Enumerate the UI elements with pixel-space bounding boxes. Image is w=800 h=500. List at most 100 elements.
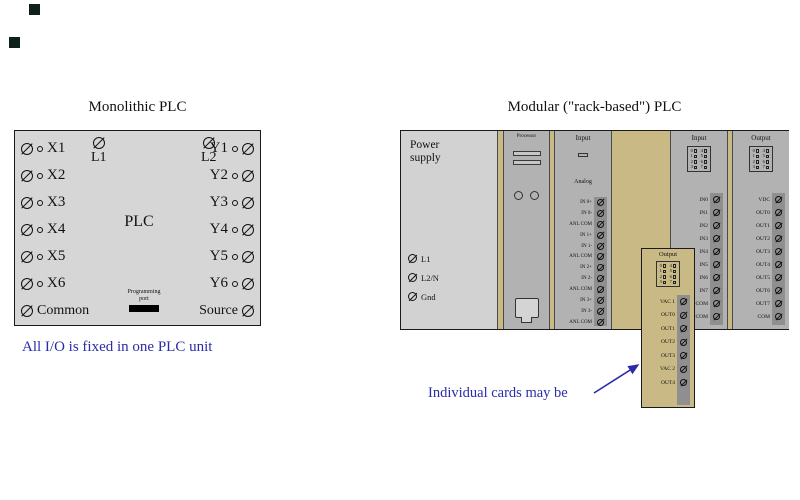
led-cell: 0 (689, 148, 699, 154)
screw-terminal-icon (713, 222, 720, 229)
input-terminal-row: X3 (21, 189, 89, 216)
screw-terminal-icon (680, 338, 687, 346)
screw-terminal-icon (597, 307, 604, 315)
output-terminal-label: Y6 (209, 275, 228, 291)
led-square-icon (765, 165, 770, 169)
l1-terminal: L1 (91, 137, 107, 165)
indicator-lamp-icon (37, 226, 43, 233)
led-cell: 4 (699, 148, 709, 154)
led-cell: 6 (761, 159, 771, 165)
screw-terminal-icon (597, 220, 604, 228)
terminal-label: OUT7 (755, 300, 770, 307)
l2-label: L2 (201, 150, 217, 165)
screw-terminal-icon (775, 274, 782, 281)
terminal-strip (677, 295, 690, 405)
terminal-label: COM (695, 300, 708, 307)
terminal-label: OUT6 (755, 287, 770, 294)
led-digit: 4 (700, 147, 703, 153)
led-indicator-block: 0 1 2 3 4 5 (733, 146, 789, 172)
output-terminal-label: Y3 (209, 194, 228, 210)
terminal-row: IN7 (671, 284, 727, 297)
led-square-icon (693, 149, 698, 153)
terminal-row: OUT3 (642, 349, 694, 363)
led-digit: 2 (690, 158, 693, 164)
screw-terminal-icon (92, 137, 105, 149)
screw-terminal-icon (202, 137, 215, 149)
led-cell: 1 (689, 153, 699, 160)
input-terminal-label: X4 (47, 221, 66, 237)
screw-terminal-icon (713, 235, 720, 242)
led-square-icon (693, 160, 698, 164)
led-square-icon (703, 160, 708, 164)
terminal-label: OUT1 (660, 325, 675, 332)
terminal-label: ANL COM (569, 254, 592, 260)
screw-terminal-icon (597, 264, 604, 272)
screw-terminal-icon (713, 209, 720, 216)
led-square-icon (672, 269, 677, 273)
terminal-label: VAC 1 (659, 298, 675, 305)
terminal-label: IN 1+ (580, 232, 592, 238)
terminal-label: IN 0- (581, 210, 592, 216)
terminal-label: OUT0 (755, 209, 770, 216)
led-square-icon (672, 280, 677, 284)
terminal-label: COM (757, 313, 770, 320)
terminal-row: ANL COM (555, 251, 611, 262)
screw-terminal-icon (408, 273, 417, 282)
terminal-row: VDC (733, 193, 789, 206)
led-digit: 4 (762, 147, 765, 153)
led-cell: 7 (668, 279, 678, 286)
screw-terminal-icon (242, 169, 254, 182)
screw-terminal-icon (775, 300, 782, 307)
discrete-input-label: Input (691, 134, 707, 142)
processor-module: Processor (503, 131, 550, 329)
led-cell: 0 (658, 263, 668, 269)
screw-terminal-icon (21, 142, 33, 155)
screw-terminal-icon (597, 286, 604, 294)
indicator-circle-icon (514, 191, 523, 200)
terminal-label: IN 2+ (580, 265, 592, 271)
indicator-lamp-icon (37, 280, 43, 287)
led-square-icon (755, 160, 760, 164)
removed-card-label: Output (658, 251, 678, 258)
terminal-row: IN 3+ (555, 295, 611, 306)
output-module: Output 0 1 2 3 (732, 131, 789, 329)
led-square-icon (662, 264, 667, 268)
led-square-icon (755, 154, 760, 158)
indicator-lamp-icon (232, 226, 238, 233)
led-square-icon (765, 154, 770, 158)
processor-comm-port (504, 298, 549, 323)
led-digit: 7 (700, 164, 703, 169)
screw-terminal-icon (408, 292, 417, 301)
terminal-row: IN 2- (555, 273, 611, 284)
led-digit: 7 (669, 279, 672, 284)
output-terminal-label: Y2 (209, 167, 228, 183)
led-cell: 6 (668, 274, 678, 280)
monolithic-caption: All I/O is fixed in one PLC unit (22, 339, 213, 355)
power-supply-label: Power supply (410, 139, 441, 164)
screw-terminal-icon (713, 300, 720, 307)
output-terminal-row: Y3 (199, 189, 254, 216)
terminal-row: OUT4 (733, 258, 789, 271)
screw-terminal-icon (680, 298, 687, 306)
led-cell: 3 (658, 279, 668, 286)
led-digit: 6 (762, 158, 765, 164)
terminal-row: IN 2+ (555, 262, 611, 273)
input-terminal-row: X1 (21, 135, 89, 162)
screw-terminal-icon (713, 196, 720, 203)
terminal-strip (594, 197, 607, 326)
power-terminal-row: L1 (408, 249, 439, 268)
screw-terminal-icon (680, 325, 687, 333)
terminal-label: ANL COM (569, 319, 592, 325)
input-terminal-label: X2 (47, 167, 66, 183)
terminal-row: OUT6 (733, 284, 789, 297)
led-digit: 1 (752, 153, 755, 158)
indicator-lamp-icon (37, 253, 43, 260)
terminal-row: OUT2 (642, 336, 694, 350)
terminal-label: OUT2 (660, 339, 675, 346)
terminal-label: IN 3+ (580, 297, 592, 303)
input-terminal-row: X4 (21, 216, 89, 243)
terminal-row: IN 0- (555, 208, 611, 219)
terminal-label: OUT2 (755, 235, 770, 242)
modular-title: Modular ("rack-based") PLC (507, 99, 682, 115)
